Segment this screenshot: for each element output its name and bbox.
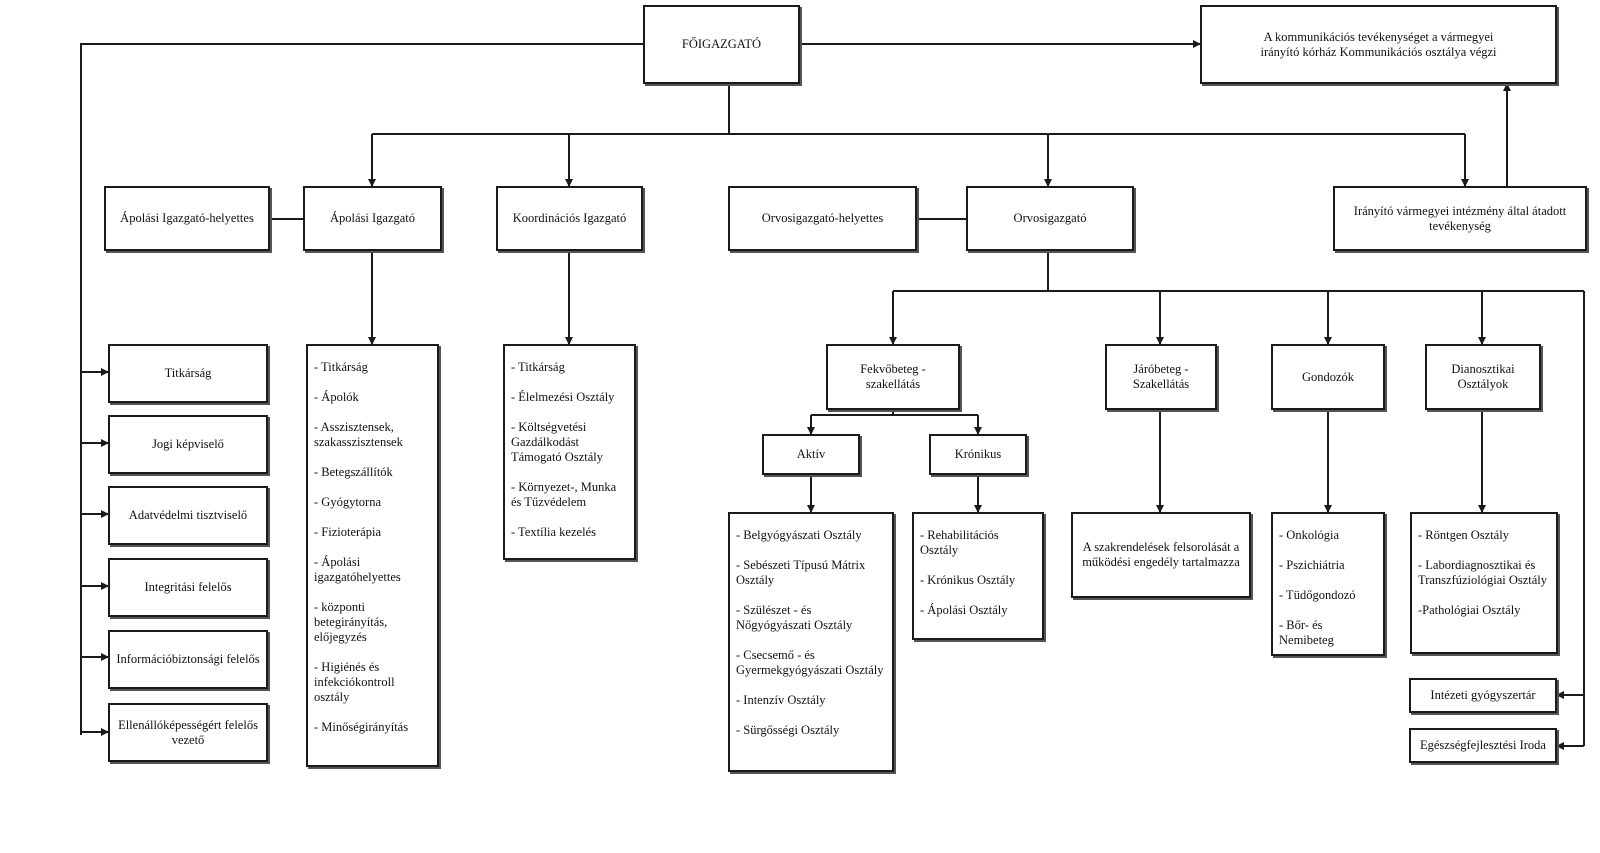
list-item: - Rehabilitációs Osztály — [920, 528, 999, 557]
root-director-box: FŐIGAZGATÓ — [643, 5, 800, 84]
diagnostic-departments-list: - Röntgen Osztály - Labordiagnosztikai é… — [1410, 512, 1558, 654]
diagnostic-departments-label: Dianosztikai Osztályok — [1451, 362, 1515, 391]
list-item: - Fizioterápia — [314, 525, 381, 539]
list-item: - Röntgen Osztály — [1418, 528, 1509, 542]
list-item: -Pathológiai Osztály — [1418, 603, 1521, 617]
list-item: - Környezet-, Munka és Tűzvédelem — [511, 480, 617, 509]
coordination-director-label: Koordinációs Igazgató — [512, 211, 627, 225]
staff-unit-box: Jogi képviselő — [108, 415, 268, 474]
staff-unit-box: Ellenállóképességért felelős vezető — [108, 703, 268, 762]
outpatient-note-box: A szakrendelések felsorolását a működési… — [1071, 512, 1251, 598]
communication-note-text: A kommunikációs tevékenységet a vármegye… — [1260, 29, 1497, 59]
health-office-label: Egészségfejlesztési Iroda — [1420, 738, 1546, 752]
medical-deputy-box: Orvosigazgató-helyettes — [728, 186, 917, 251]
list-item: - Szülészet - és Nőgyógyászati Osztály — [736, 603, 853, 632]
list-item: - Ápolási Osztály — [920, 603, 1008, 617]
care-centers-list: - Onkológia - Pszichiátria - Tüdőgondozó… — [1271, 512, 1385, 656]
list-item: - Minőségirányítás — [314, 720, 409, 734]
root-director-label: FŐIGAZGATÓ — [681, 37, 762, 51]
list-item: - Labordiagnosztikai és Transzfúziológia… — [1418, 558, 1548, 587]
list-item: - Csecsemő - és Gyermekgyógyászati Osztá… — [736, 648, 884, 677]
care-centers-box: Gondozók — [1271, 344, 1385, 410]
diagnostic-departments-box: Dianosztikai Osztályok — [1425, 344, 1541, 410]
health-office-box: Egészségfejlesztési Iroda — [1409, 728, 1557, 763]
care-centers-label: Gondozók — [1301, 369, 1355, 384]
handed-over-activity-text: Irányító vármegyei intézmény által átado… — [1353, 203, 1567, 233]
staff-unit-box: Titkárság — [108, 344, 268, 403]
nursing-deputy-box: Ápolási Igazgató-helyettes — [104, 186, 270, 251]
staff-unit-label: Titkárság — [164, 366, 212, 380]
staff-unit-label: Integritási felelős — [144, 580, 232, 594]
outpatient-care-label: Járóbeteg - Szakellátás — [1132, 362, 1190, 391]
list-item: - Textília kezelés — [511, 525, 596, 539]
active-care-label: Aktív — [796, 447, 826, 461]
pharmacy-label: Intézeti gyógyszertár — [1430, 688, 1536, 702]
list-item: - Asszisztensek, szakasszisztensek — [314, 420, 403, 449]
nursing-deputy-label: Ápolási Igazgató-helyettes — [120, 211, 254, 225]
staff-unit-label: Információbiztonsági felelős — [116, 652, 260, 666]
list-item: - központi betegirányítás, előjegyzés — [314, 600, 388, 644]
list-item: - Tüdőgondozó — [1279, 588, 1356, 602]
outpatient-care-box: Járóbeteg - Szakellátás — [1105, 344, 1217, 410]
list-item: - Ápolási igazgatóhelyettes — [314, 555, 401, 584]
list-item: - Költségvetési Gazdálkodást Támogató Os… — [511, 420, 603, 464]
handed-over-activity-box: Irányító vármegyei intézmény által átado… — [1333, 186, 1587, 251]
staff-unit-label: Adatvédelmi tisztviselő — [128, 508, 248, 522]
list-item: - Krónikus Osztály — [920, 573, 1016, 587]
coordination-director-box: Koordinációs Igazgató — [496, 186, 643, 251]
pharmacy-box: Intézeti gyógyszertár — [1409, 678, 1557, 713]
active-care-box: Aktív — [762, 434, 860, 475]
chronic-care-label: Krónikus — [954, 447, 1002, 461]
chronic-care-box: Krónikus — [929, 434, 1027, 475]
list-item: - Bőr- és Nemibeteg — [1279, 618, 1334, 647]
list-item: - Titkárság — [511, 360, 565, 374]
nursing-director-box: Ápolási Igazgató — [303, 186, 442, 251]
outpatient-note-text: A szakrendelések felsorolását a működési… — [1082, 540, 1240, 569]
list-item: - Ápolók — [314, 390, 359, 404]
chronic-departments-list: - Rehabilitációs Osztály - Krónikus Oszt… — [912, 512, 1044, 640]
staff-unit-label: Jogi képviselő — [152, 437, 224, 451]
list-item: - Sebészeti Típusú Mátrix Osztály — [736, 558, 866, 587]
list-item: - Sürgősségi Osztály — [736, 723, 840, 737]
staff-unit-box: Integritási felelős — [108, 558, 268, 617]
list-item: - Gyógytorna — [314, 495, 381, 509]
list-item: - Onkológia — [1279, 528, 1340, 542]
list-item: - Belgyógyászati Osztály — [736, 528, 862, 542]
active-departments-list: - Belgyógyászati Osztály - Sebészeti Típ… — [728, 512, 894, 772]
staff-unit-box: Információbiztonsági felelős — [108, 630, 268, 689]
nursing-director-label: Ápolási Igazgató — [329, 211, 416, 225]
communication-note-box: A kommunikációs tevékenységet a vármegye… — [1200, 5, 1557, 84]
medical-director-label: Orvosigazgató — [1013, 211, 1087, 225]
medical-director-box: Orvosigazgató — [966, 186, 1134, 251]
coordination-units-list: - Titkárság - Élelmezési Osztály - Költs… — [503, 344, 636, 560]
medical-deputy-label: Orvosigazgató-helyettes — [761, 211, 884, 225]
list-item: - Higiénés és infekciókontroll osztály — [314, 660, 395, 704]
list-item: - Titkárság — [314, 360, 368, 374]
inpatient-care-label: Fekvőbeteg - szakellátás — [860, 362, 926, 391]
list-item: - Élelmezési Osztály — [511, 390, 615, 404]
inpatient-care-box: Fekvőbeteg - szakellátás — [826, 344, 960, 410]
list-item: - Pszichiátria — [1279, 558, 1345, 572]
list-item: - Intenzív Osztály — [736, 693, 826, 707]
staff-unit-label: Ellenállóképességért felelős vezető — [118, 717, 258, 747]
nursing-units-list: - Titkárság - Ápolók - Asszisztensek, sz… — [306, 344, 439, 767]
list-item: - Betegszállítók — [314, 465, 393, 479]
staff-unit-box: Adatvédelmi tisztviselő — [108, 486, 268, 545]
